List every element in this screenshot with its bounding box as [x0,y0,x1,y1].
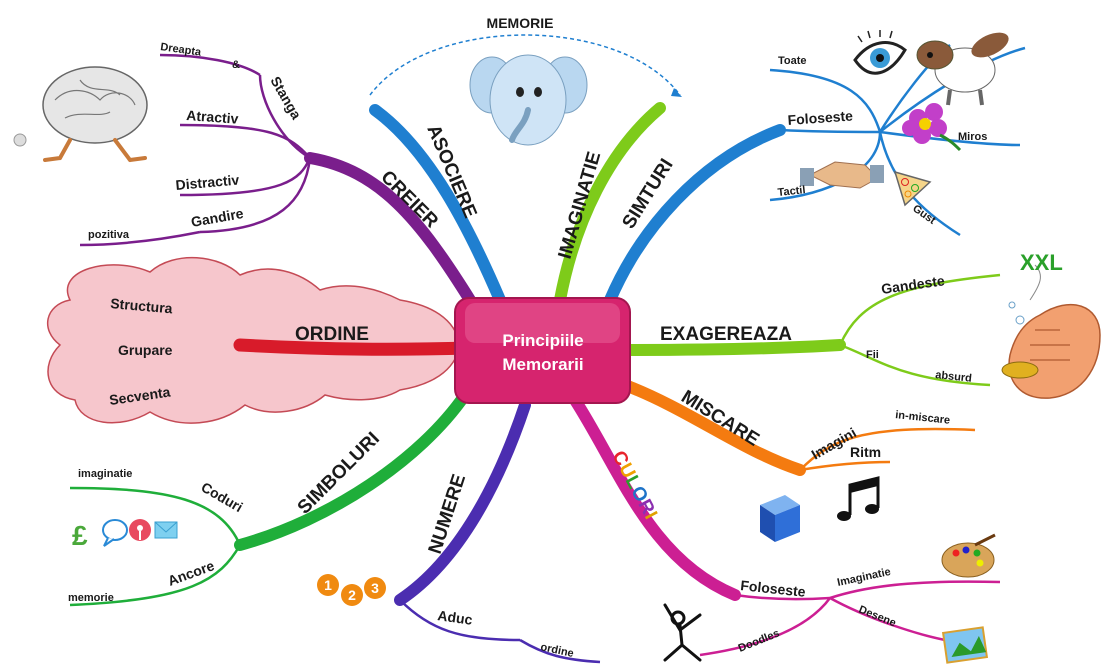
foloseste-simturi-label: Foloseste [787,107,854,128]
pizza-icon [893,170,932,207]
imaginatie-simboluri-label: imaginatie [78,468,132,480]
stick-figure-icon [663,603,702,662]
pound-icon: £ [72,520,88,551]
stanga-label: Stanga [267,74,304,123]
hermit-crab-icon [1001,264,1101,399]
flower-icon [902,103,962,152]
memorie-label: MEMORIE [487,15,554,31]
podcast-icon [129,519,151,541]
culori-branch [569,394,741,601]
number-2: 2 [348,587,356,603]
numere-branch [394,399,531,606]
handshake-icon [800,161,884,189]
absurd-label: absurd [935,369,973,385]
in-miscare-label: in-miscare [895,409,951,427]
toate-label: Toate [778,55,807,67]
ordine-label[interactable]: ORDINE [295,324,369,345]
simturi-label[interactable]: SIMTURI [618,155,677,232]
culori-label[interactable]: C U L O R I [608,447,661,522]
structura-label: Structura [110,295,174,316]
gust-label: Gust [910,203,938,227]
picture-icon [941,626,989,664]
gandeste-label: Gandeste [880,272,946,297]
eye-icon [853,30,907,75]
culori-sub-branches [699,580,1001,657]
atractiv-label: Atractiv [186,107,239,127]
ritm-label: Ritm [850,444,881,460]
ampersand-label: & [232,59,240,71]
exagereaza-sub-branches [838,273,1001,387]
xxl-label: XXL [1020,250,1063,275]
imaginatie-branch [554,102,666,306]
simturi-branch [604,124,786,306]
miscare-branch [619,379,806,476]
simboluri-branch [234,389,471,551]
numere-sub-branches [399,599,601,664]
aduc-label: Aduc [437,607,474,628]
numbers-icon: 1 2 3 [317,574,386,606]
creier-branch [304,152,476,306]
grupare-label: Grupare [118,342,173,358]
creier-sub-branches [79,53,312,247]
center-highlight [465,303,620,343]
dreapta-label: Dreapta [160,41,203,59]
foloseste-culori-label: Foloseste [740,577,807,600]
gandire-label: Gandire [190,205,245,230]
ordine-branch [233,338,477,356]
pozitiva-label: pozitiva [88,229,130,241]
doodles-label: Doodles [737,627,782,654]
center-title-line1: Principiile [502,331,583,350]
elephant-icon [469,54,588,146]
brain-icon [13,66,148,162]
cube-icon [760,495,800,542]
arrow-icon [671,88,682,97]
miros-label: Miros [958,131,987,143]
ancore-label: Ancore [166,557,217,589]
exagereaza-branch [624,339,846,356]
center-title-line2: Memorarii [502,355,583,374]
simboluri-sub-branches [69,486,242,607]
number-1: 1 [324,577,332,593]
distractiv-label: Distractiv [175,171,240,193]
music-note-icon [837,476,880,521]
number-3: 3 [371,580,379,596]
desene-label: Desene [857,604,898,630]
dog-icon [916,32,1009,106]
exagereaza-label[interactable]: EXAGEREAZA [660,324,792,345]
fii-label: Fii [866,349,879,361]
miscare-sub-branches [799,427,976,472]
memorie-arc [369,34,681,96]
memorie-simboluri-label: memorie [68,592,114,604]
tactil-label: Tactil [777,184,806,199]
palette-icon [941,533,996,578]
asociere-branch [369,104,506,306]
speech-bubble-icon [102,519,128,547]
mail-icon [154,521,178,539]
